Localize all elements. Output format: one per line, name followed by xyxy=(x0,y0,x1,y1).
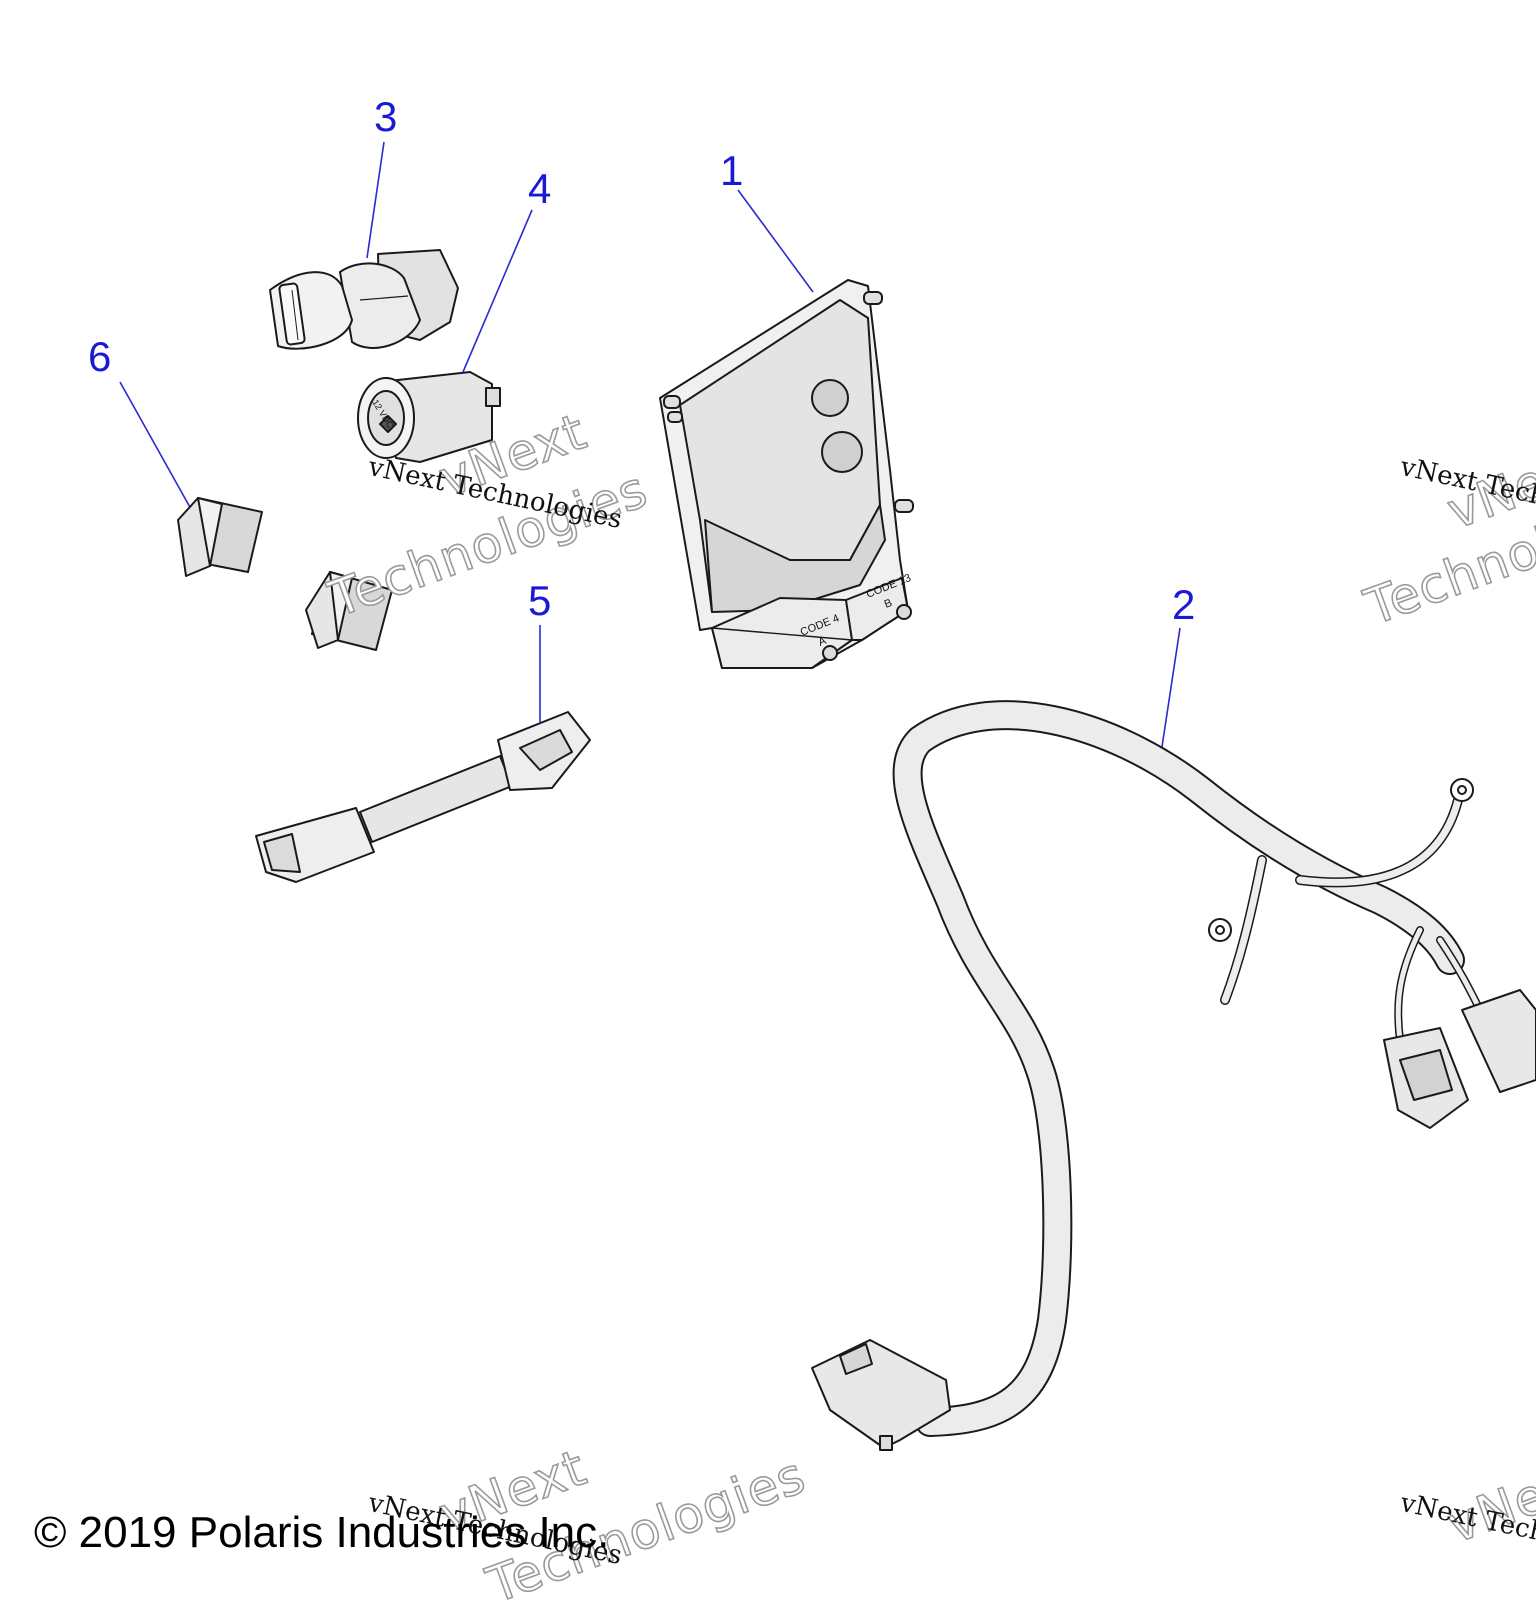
ecu-connector-b xyxy=(845,577,909,641)
leader-6 xyxy=(119,381,197,519)
ignition-switch xyxy=(269,249,459,350)
main-harness xyxy=(892,700,1484,1437)
switch-caps xyxy=(177,497,393,651)
leader-lines xyxy=(119,141,1181,761)
copyright-notice: © 2019 Polaris Industries Inc. xyxy=(34,1508,610,1557)
leader-4 xyxy=(462,209,533,373)
callout-4: 4 xyxy=(528,165,552,212)
callout-2: 2 xyxy=(1172,581,1196,628)
adapter-harness xyxy=(255,711,591,883)
ecu-round-port-top xyxy=(811,379,849,417)
callout-5: 5 xyxy=(528,577,552,624)
harness-ring-terminals xyxy=(1208,778,1474,942)
harness-connectors xyxy=(811,989,1536,1451)
switch-cap-bottom xyxy=(305,571,393,651)
power-socket xyxy=(357,371,501,463)
ecu-round-port-bottom xyxy=(821,431,863,473)
switch-cap-top xyxy=(177,497,263,577)
ecu-label-code-a-letter: A xyxy=(817,635,829,649)
leader-2 xyxy=(1159,627,1181,761)
ecu-label-code-b-letter: B xyxy=(883,597,894,611)
leader-1 xyxy=(737,189,814,293)
harness-connector-b xyxy=(1461,989,1536,1093)
leader-3 xyxy=(366,141,385,259)
ecu-module xyxy=(659,279,914,669)
callout-3: 3 xyxy=(374,93,398,140)
callout-1: 1 xyxy=(720,147,744,194)
callout-6: 6 xyxy=(88,333,112,380)
parts-diagram: CODE 4 A CODE 13 B 12 VDC xyxy=(119,141,1536,1451)
